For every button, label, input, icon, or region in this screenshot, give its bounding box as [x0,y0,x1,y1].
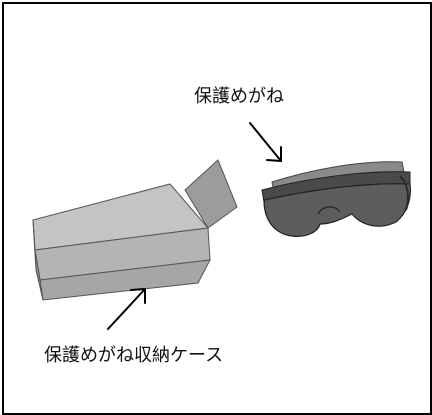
case-flap [184,159,238,229]
arrow-to-case [107,288,146,330]
goggles-side-piece [399,175,409,211]
case-label: 保護めがね収納ケース [44,345,224,366]
case-side-face [32,219,44,301]
goggles-nose-bridge [317,206,341,215]
safety-goggles [261,161,411,237]
arrow-to-goggles [249,122,282,162]
goggles-label: 保護めがね [194,86,284,107]
storage-case [32,159,238,301]
